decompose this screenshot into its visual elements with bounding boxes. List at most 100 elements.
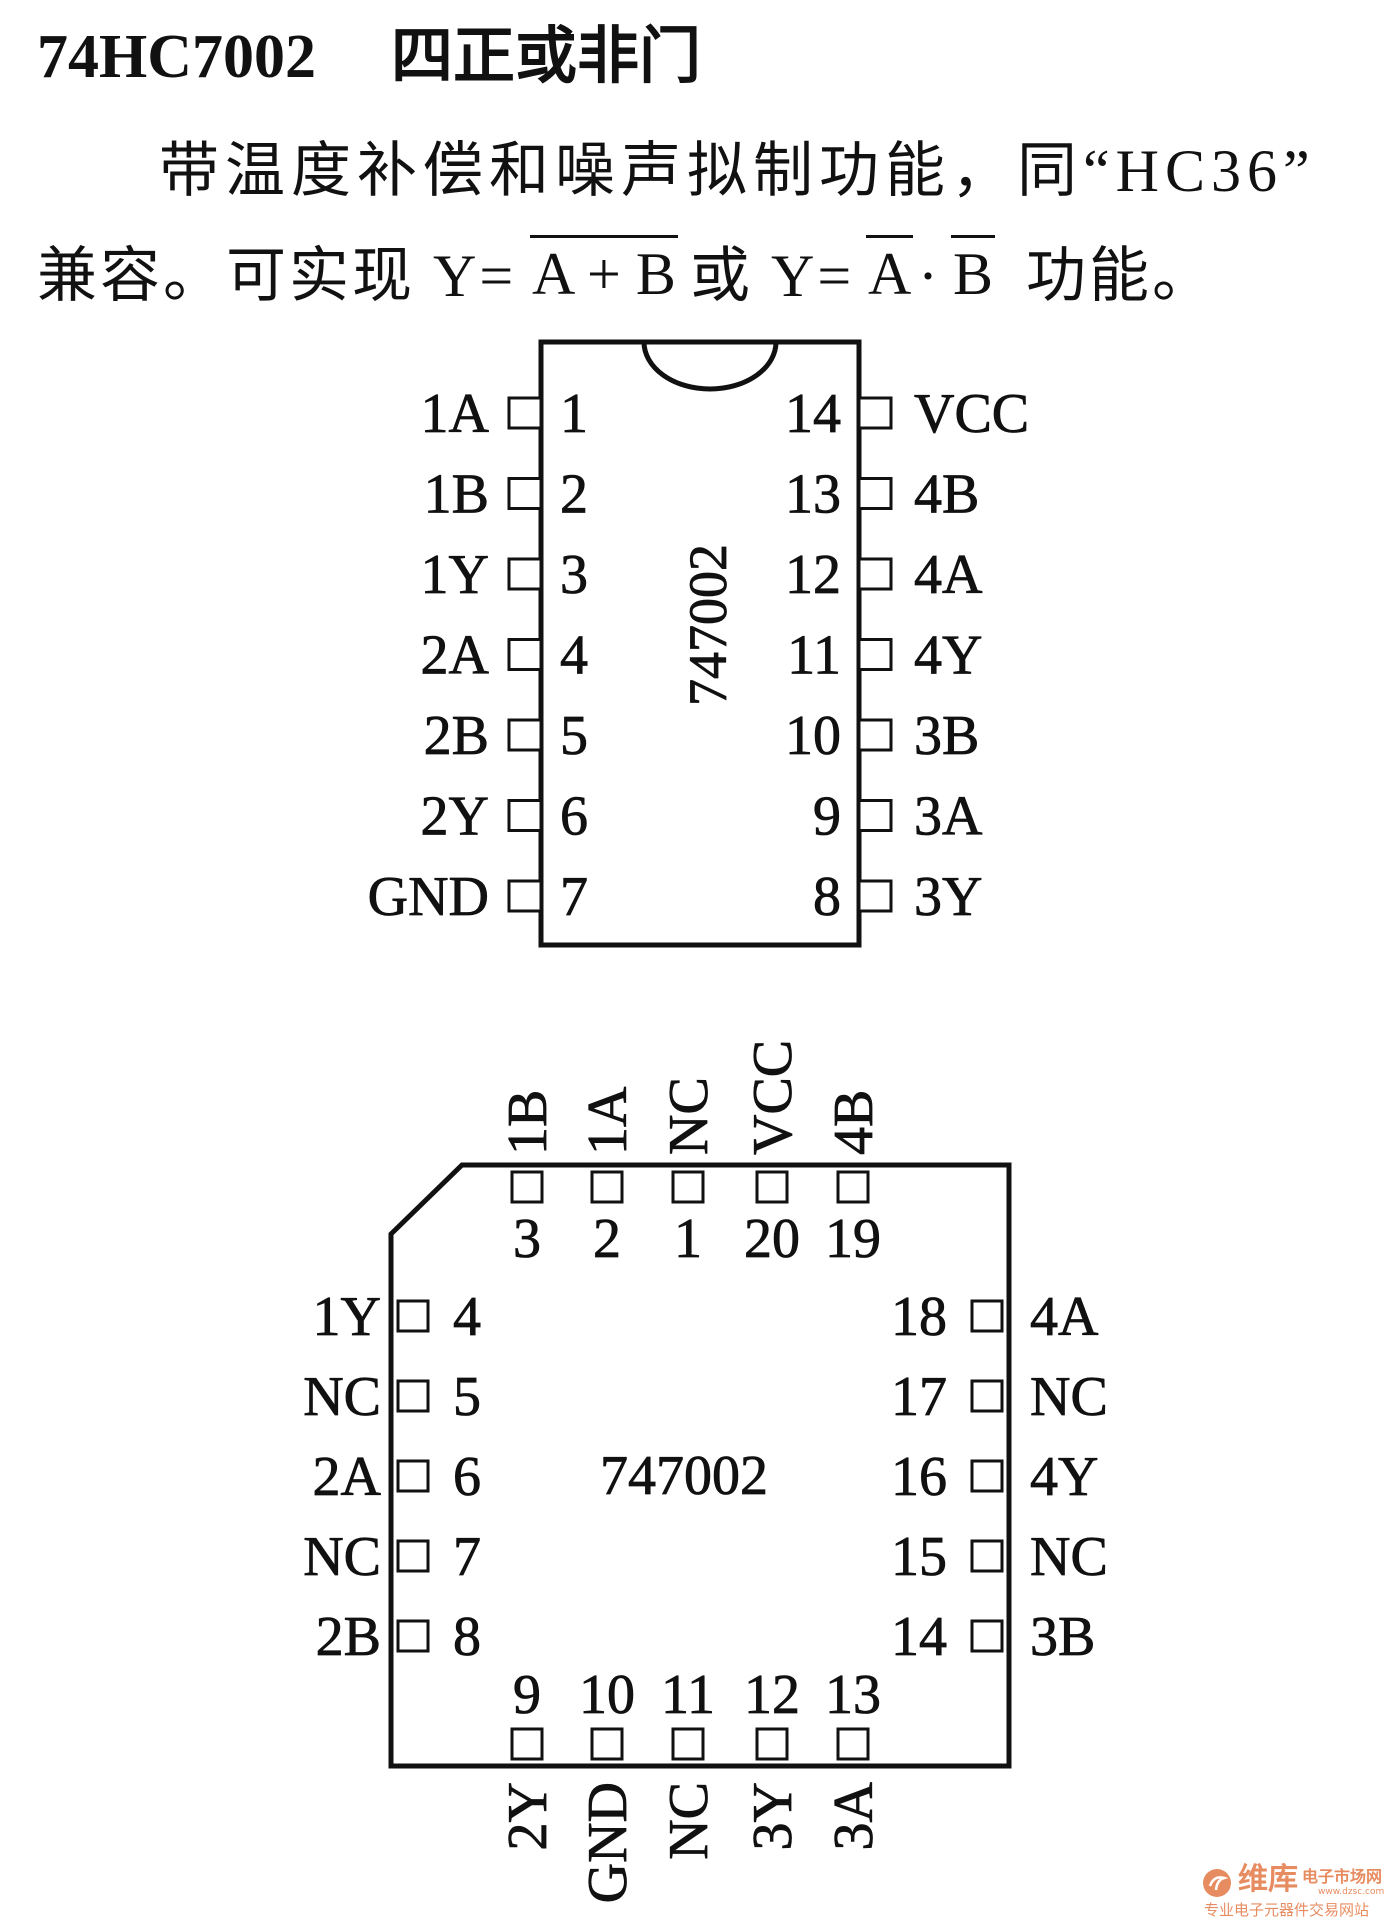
pin-pad — [507, 557, 543, 591]
plcc-pin-1: NC1 — [658, 1077, 721, 1271]
pin-label: 1Y — [313, 1286, 381, 1348]
pin-pad — [857, 879, 893, 913]
pin-number: 14 — [891, 1606, 947, 1668]
pin-pad — [970, 1539, 1004, 1573]
not-a-overlined: A — [866, 235, 914, 310]
dip-pin-14: 14 VCC — [785, 383, 1030, 446]
pin-number: 8 — [813, 866, 841, 928]
nor-expression-overlined: A + B — [530, 235, 678, 310]
pin-label: 3Y — [742, 1782, 804, 1850]
watermark-url: www.dzsc.com — [1318, 1887, 1385, 1897]
pin-label: NC — [1030, 1366, 1108, 1428]
pin-pad — [755, 1170, 789, 1204]
dip-pin-12: 12 4A — [785, 544, 984, 607]
pin-label: 2A — [313, 1446, 382, 1508]
pin-label: 3Y — [914, 866, 982, 928]
pin-pad — [507, 396, 543, 430]
pin-pad — [507, 718, 543, 752]
pin-number: 2 — [593, 1208, 621, 1270]
pin-pad — [507, 477, 543, 510]
pin-pad — [857, 718, 893, 752]
pin-label: 2Y — [497, 1782, 559, 1850]
pin-number: 13 — [785, 464, 841, 526]
pin-pad — [671, 1170, 705, 1204]
pin-number: 7 — [453, 1526, 481, 1588]
pin-number: 20 — [744, 1208, 800, 1270]
pin-pad — [396, 1379, 430, 1413]
pin-pad — [755, 1727, 789, 1761]
dip-pin-7: GND 7 — [367, 866, 588, 929]
pin-number: 4 — [560, 625, 588, 687]
pin-pad — [507, 638, 543, 671]
dip-marking: 747002 — [678, 544, 738, 706]
pin-label: VCC — [914, 383, 1029, 445]
pin-number: 5 — [560, 705, 588, 767]
plcc-marking: 747002 — [600, 1445, 768, 1507]
pin-label: 3B — [914, 705, 979, 767]
plcc-pin-17: 17 NC — [891, 1366, 1109, 1429]
pin-label: 2B — [424, 705, 489, 767]
pin-label: 2A — [421, 625, 490, 687]
pin-label: NC — [1030, 1526, 1108, 1588]
pin-pad — [857, 477, 893, 510]
pin-number: 6 — [560, 786, 588, 848]
pin-label: 4Y — [1030, 1446, 1098, 1508]
part-number: 74HC7002 — [37, 23, 316, 91]
pin-pad — [857, 799, 893, 832]
dip-pin-8: 8 3Y — [813, 866, 983, 929]
pin-number: 9 — [813, 786, 841, 848]
dip-pin-10: 10 3B — [785, 705, 980, 768]
pin-pad — [590, 1170, 624, 1204]
pin-label: 1A — [577, 1086, 639, 1155]
pin-number: 12 — [785, 544, 841, 606]
pin-label: GND — [368, 866, 489, 928]
line2-prefix: 兼容。可实现 Y= — [37, 243, 517, 309]
pin-number: 17 — [891, 1366, 947, 1428]
dip-pin-5: 2B 5 — [423, 705, 588, 768]
pin-label: 1Y — [421, 544, 489, 606]
pin-pad — [857, 638, 893, 671]
pin-pad — [857, 396, 893, 430]
pin-number: 11 — [787, 625, 841, 687]
pin-number: 5 — [453, 1366, 481, 1428]
pin-number: 10 — [785, 705, 841, 767]
pin-pad — [507, 799, 543, 832]
pin-label: VCC — [742, 1040, 804, 1155]
pin-number: 8 — [453, 1606, 481, 1668]
plcc-pin-9: 92Y — [497, 1664, 560, 1851]
pin-number: 10 — [579, 1664, 635, 1726]
pin-number: 15 — [891, 1526, 947, 1588]
pin-label: 4B — [914, 464, 979, 526]
pin-label: 1B — [497, 1090, 559, 1155]
line2-suffix: 功能。 — [1026, 243, 1215, 309]
logo-swirl — [1208, 1876, 1229, 1891]
pin-label: 2B — [316, 1606, 381, 1668]
pin-number: 3 — [560, 544, 588, 606]
plcc-body — [388, 1162, 1012, 1769]
pin-number: 1 — [674, 1208, 702, 1270]
pin-pad — [396, 1299, 430, 1333]
pin-label: 4A — [914, 544, 983, 606]
pin-number: 3 — [513, 1208, 541, 1270]
plcc-package: 747002 1B31A2NC1VCC204B1992Y10GND11NC123… — [303, 1039, 1109, 1904]
pin-label: 3A — [823, 1781, 885, 1850]
pin-number: 11 — [661, 1664, 715, 1726]
pin-pad — [510, 1170, 544, 1204]
part-description-title: 四正或非门 — [391, 23, 702, 91]
pin-pad — [396, 1459, 430, 1493]
pin-number: 7 — [560, 866, 588, 928]
pin-label: 4B — [823, 1090, 885, 1155]
pin-number: 14 — [785, 383, 841, 445]
pin-label: GND — [577, 1782, 639, 1903]
